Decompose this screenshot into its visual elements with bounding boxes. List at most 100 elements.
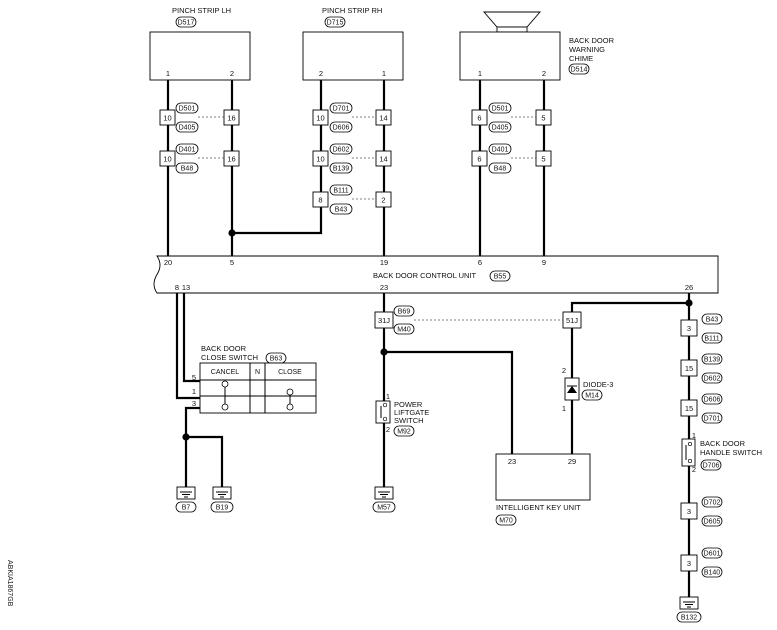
svg-text:16: 16 bbox=[227, 114, 235, 123]
diode-icon bbox=[567, 386, 577, 393]
svg-text:D706: D706 bbox=[703, 463, 720, 470]
chime-code: D514 bbox=[571, 67, 588, 74]
svg-text:14: 14 bbox=[379, 155, 387, 164]
power-liftgate-switch: 1 2 POWER LIFTGATE SWITCH M92 bbox=[375, 392, 429, 437]
svg-text:1: 1 bbox=[692, 431, 696, 440]
svg-text:6: 6 bbox=[478, 258, 482, 267]
svg-text:POWER: POWER bbox=[394, 400, 423, 409]
svg-text:D501: D501 bbox=[179, 106, 196, 113]
svg-text:10: 10 bbox=[316, 114, 324, 123]
svg-text:HANDLE SWITCH: HANDLE SWITCH bbox=[700, 448, 762, 457]
connector-chain-4: 3 D702 D605 bbox=[680, 496, 723, 527]
connector-chain-1: 3 B43 B111 bbox=[680, 313, 723, 344]
svg-text:23: 23 bbox=[380, 283, 388, 292]
svg-text:5: 5 bbox=[192, 373, 196, 382]
pinch-rh-pin-a: 2 bbox=[319, 69, 323, 78]
svg-text:14: 14 bbox=[379, 114, 387, 123]
back-door-close-switch: BACK DOOR CLOSE SWITCH B63 CANCEL N CLOS… bbox=[192, 344, 317, 414]
svg-text:D405: D405 bbox=[179, 125, 196, 132]
pinch-lh-code: D517 bbox=[178, 20, 195, 27]
svg-text:20: 20 bbox=[164, 258, 172, 267]
svg-text:6: 6 bbox=[477, 155, 481, 164]
svg-text:DIODE-3: DIODE-3 bbox=[583, 380, 613, 389]
svg-text:LIFTGATE: LIFTGATE bbox=[394, 408, 429, 417]
svg-text:2: 2 bbox=[386, 425, 390, 434]
svg-text:D601: D601 bbox=[704, 551, 721, 558]
pinch-strip-rh: PINCH STRIP RH D715 2 1 bbox=[302, 6, 404, 81]
svg-text:D401: D401 bbox=[179, 147, 196, 154]
svg-text:15: 15 bbox=[685, 364, 693, 373]
svg-text:5: 5 bbox=[230, 258, 234, 267]
svg-text:CANCEL: CANCEL bbox=[211, 369, 240, 376]
svg-text:M70: M70 bbox=[499, 518, 513, 525]
svg-text:6: 6 bbox=[477, 114, 481, 123]
ground-b19: B19 bbox=[210, 486, 234, 513]
svg-text:M40: M40 bbox=[397, 327, 411, 334]
svg-text:26: 26 bbox=[685, 283, 693, 292]
intelligent-key-unit: 23 29 INTELLIGENT KEY UNIT M70 bbox=[495, 453, 591, 526]
connector-chain-2: 15 B139 D602 bbox=[680, 353, 723, 384]
svg-text:D701: D701 bbox=[704, 416, 721, 423]
svg-text:D602: D602 bbox=[704, 376, 721, 383]
connector-rh-row1: D701 10 14 D606 bbox=[312, 102, 392, 133]
svg-text:BACK DOOR: BACK DOOR bbox=[700, 439, 746, 448]
diode-3: 2 1 DIODE-3 M14 bbox=[562, 366, 614, 413]
svg-text:23: 23 bbox=[508, 457, 516, 466]
chime-name-2: WARNING bbox=[569, 45, 605, 54]
svg-text:10: 10 bbox=[316, 155, 324, 164]
svg-text:D606: D606 bbox=[333, 125, 350, 132]
svg-text:2: 2 bbox=[562, 366, 566, 375]
svg-text:10: 10 bbox=[163, 114, 171, 123]
pinch-strip-lh: PINCH STRIP LH D517 1 2 bbox=[149, 6, 251, 81]
svg-text:B69: B69 bbox=[398, 309, 411, 316]
svg-text:D501: D501 bbox=[492, 106, 509, 113]
svg-text:13: 13 bbox=[182, 283, 190, 292]
speaker-icon bbox=[483, 11, 541, 28]
ground-b7: B7 bbox=[175, 486, 197, 513]
pinch-lh-pin-b: 2 bbox=[230, 69, 234, 78]
svg-text:SWITCH: SWITCH bbox=[394, 416, 424, 425]
svg-text:B43: B43 bbox=[706, 317, 719, 324]
svg-text:B19: B19 bbox=[216, 505, 229, 512]
connector-lh-row2: D401 10 16 B48 bbox=[159, 143, 240, 174]
svg-text:B48: B48 bbox=[494, 166, 507, 173]
bdcu-code: B55 bbox=[494, 274, 507, 281]
chime-pin-b: 2 bbox=[542, 69, 546, 78]
pinch-lh-pin-a: 1 bbox=[166, 69, 170, 78]
ground-m57: M57 bbox=[372, 486, 396, 513]
svg-text:D701: D701 bbox=[333, 106, 350, 113]
svg-text:1: 1 bbox=[192, 387, 196, 396]
svg-text:B140: B140 bbox=[704, 570, 720, 577]
pinch-rh-code: D715 bbox=[327, 20, 344, 27]
chime-pin-a: 1 bbox=[478, 69, 482, 78]
svg-text:B111: B111 bbox=[704, 336, 719, 343]
pinch-rh-name: PINCH STRIP RH bbox=[322, 6, 382, 15]
svg-text:10: 10 bbox=[163, 155, 171, 164]
svg-text:BACK DOOR: BACK DOOR bbox=[201, 344, 247, 353]
svg-text:D605: D605 bbox=[704, 519, 721, 526]
svg-text:B63: B63 bbox=[270, 356, 283, 363]
svg-text:D602: D602 bbox=[333, 147, 350, 154]
connector-rh-row3: B111 8 2 B43 bbox=[312, 184, 392, 215]
connector-rh-row2: D602 10 14 B139 bbox=[312, 143, 392, 174]
svg-text:8: 8 bbox=[175, 283, 179, 292]
svg-text:5: 5 bbox=[541, 155, 545, 164]
pinch-rh-pin-b: 1 bbox=[382, 69, 386, 78]
svg-text:M92: M92 bbox=[397, 429, 411, 436]
svg-text:B7: B7 bbox=[182, 505, 191, 512]
svg-text:D702: D702 bbox=[704, 500, 721, 507]
svg-text:B139: B139 bbox=[333, 166, 349, 173]
svg-text:D405: D405 bbox=[492, 125, 509, 132]
back-door-handle-switch: 1 2 BACK DOOR HANDLE SWITCH D706 bbox=[681, 431, 762, 474]
svg-text:5: 5 bbox=[541, 114, 545, 123]
svg-text:CLOSE SWITCH: CLOSE SWITCH bbox=[201, 353, 258, 362]
svg-text:INTELLIGENT KEY UNIT: INTELLIGENT KEY UNIT bbox=[496, 503, 581, 512]
connector-chain-5: 3 D601 B140 bbox=[680, 547, 723, 578]
chime-name-1: BACK DOOR bbox=[569, 36, 615, 45]
back-door-warning-chime: BACK DOOR WARNING CHIME D514 1 2 bbox=[459, 11, 615, 81]
svg-text:M14: M14 bbox=[585, 393, 599, 400]
svg-text:1: 1 bbox=[562, 404, 566, 413]
svg-text:9: 9 bbox=[542, 258, 546, 267]
svg-text:1: 1 bbox=[386, 392, 390, 401]
